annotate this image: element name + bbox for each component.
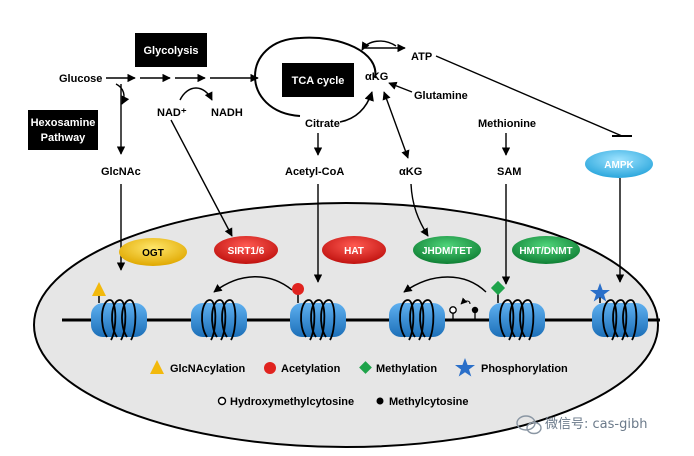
enzyme-hmt-dnmt: HMT/DNMT — [512, 236, 580, 264]
enzyme-ampk-label: AMPK — [604, 160, 634, 171]
dna-cytosine-marks — [449, 297, 479, 320]
enzyme-jhdm-tet: JHDM/TET — [413, 236, 481, 264]
legend-hydroxymethylcytosine-icon — [217, 396, 227, 406]
enzyme-sirt: SIRT1/6 — [214, 236, 278, 264]
legend-methylcytosine-icon — [376, 397, 384, 405]
glcnac-mark — [92, 282, 106, 303]
nadh-label: NADH — [211, 107, 243, 119]
legend-phosphorylation-icon — [455, 358, 475, 377]
tca-loop-arrow — [339, 91, 374, 123]
akg-label: αKG — [399, 166, 422, 178]
legend-glcnacylation-icon — [150, 360, 164, 374]
tca-cycle-box: TCA cycle — [282, 63, 354, 97]
glucose-label: Glucose — [59, 73, 102, 85]
enzyme-ogt-label: OGT — [142, 248, 164, 259]
watermark-text: 微信号: cas-gibh — [545, 417, 647, 432]
wechat-icon — [516, 415, 542, 435]
nucleosome — [191, 299, 247, 341]
acetyl-coa-label: Acetyl-CoA — [285, 166, 344, 178]
akg-tca-label: αKG — [365, 71, 388, 83]
watermark: 微信号: cas-gibh — [516, 415, 647, 435]
nucleosome — [489, 299, 545, 341]
modification-arrows — [213, 276, 487, 293]
nucleosome — [290, 299, 346, 341]
enzyme-hat: HAT — [322, 236, 386, 264]
methionine-label: Methionine — [478, 118, 536, 130]
legend-acetylation-label: Acetylation — [281, 363, 341, 375]
glycolysis-label: Glycolysis — [143, 45, 198, 57]
enzyme-jhdm-tet-label: JHDM/TET — [422, 246, 472, 257]
nucleosome — [592, 299, 648, 341]
pathway-arrows — [106, 40, 632, 285]
glcnac-label: GlcNAc — [101, 166, 141, 178]
enzyme-hat-label: HAT — [344, 246, 364, 257]
hexosamine-label-line1: Hexosamine — [31, 117, 96, 129]
enzyme-hmt-dnmt-label: HMT/DNMT — [519, 246, 572, 257]
tca-cycle-loop — [254, 36, 377, 117]
legend-phosphorylation-label: Phosphorylation — [481, 363, 568, 375]
hexosamine-pathway-box: Hexosamine Pathway — [28, 110, 98, 150]
legend-glcnacylation-label: GlcNAcylation — [170, 363, 245, 375]
legend-hydroxymethylcytosine-label: Hydroxymethylcytosine — [230, 396, 354, 408]
legend-acetylation-icon — [264, 362, 276, 374]
legend: GlcNAcylation Acetylation Methylation Ph… — [150, 358, 568, 408]
hexosamine-label-line2: Pathway — [41, 132, 87, 144]
nad-label: NAD⁺ — [157, 107, 187, 119]
legend-methylcytosine-label: Methylcytosine — [389, 396, 468, 408]
acetyl-mark — [292, 283, 304, 303]
legend-methylation-icon — [359, 361, 372, 374]
phospho-mark — [590, 283, 610, 303]
sam-label: SAM — [497, 166, 521, 178]
atp-label: ATP — [411, 51, 432, 63]
enzyme-ogt: OGT — [119, 238, 187, 266]
nucleosome — [389, 299, 445, 341]
nucleosome — [91, 299, 147, 341]
enzyme-sirt-label: SIRT1/6 — [228, 246, 265, 257]
glutamine-label: Glutamine — [414, 90, 468, 102]
citrate-label: Citrate — [305, 118, 340, 130]
nucleosomes — [91, 299, 648, 341]
tca-cycle-label: TCA cycle — [292, 75, 345, 87]
glycolysis-box: Glycolysis — [135, 33, 207, 67]
enzyme-ampk: AMPK — [585, 150, 653, 178]
legend-methylation-label: Methylation — [376, 363, 437, 375]
methyl-mark — [490, 280, 506, 303]
